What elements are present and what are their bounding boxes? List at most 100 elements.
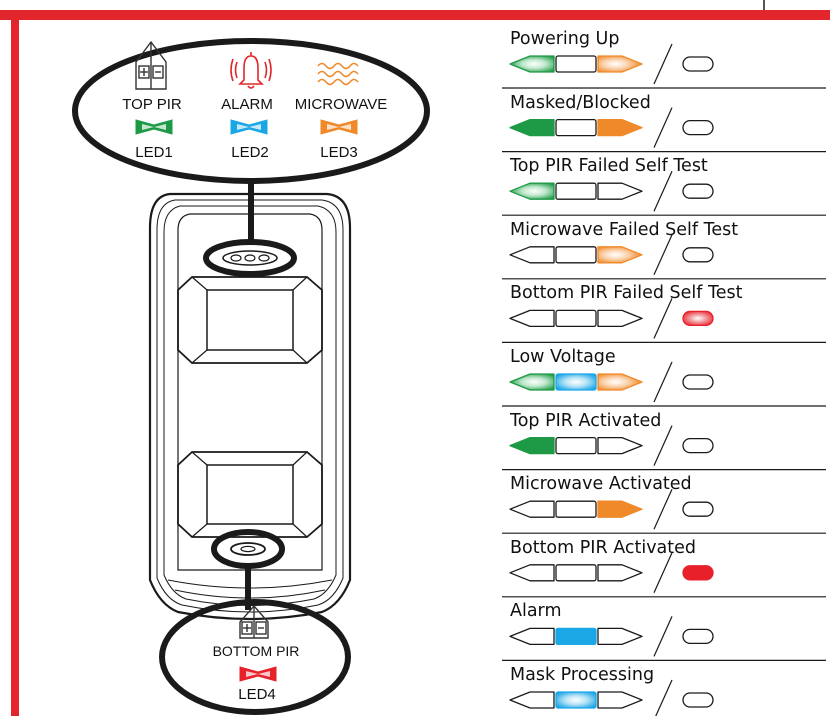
led3-indicator [597,118,643,137]
bottom-callout [159,599,351,715]
led4-indicator [682,56,714,72]
slash-divider [653,234,673,276]
led4-marker-highlight [246,671,270,677]
slash-divider [653,43,673,85]
led4-indicator [682,501,714,517]
microwave-label: MICROWAVE [295,96,388,113]
state-label: Powering Up [510,29,620,49]
state-label: Low Voltage [510,347,616,367]
state-label: Bottom PIR Failed Self Test [510,283,743,304]
top-pir-icon [135,40,167,90]
led4-indicator [682,247,714,263]
slash-divider [653,298,673,339]
state-label: Bottom PIR Activated [510,537,697,558]
led2-indicator [555,500,597,518]
led4-indicator [682,437,714,454]
led3-indicator [597,500,643,518]
state-row [502,488,826,534]
state-row [502,298,826,343]
led2-indicator [555,373,597,391]
led1-indicator [509,118,555,137]
led1-indicator [509,500,555,518]
state-row [502,425,826,471]
led2-indicator [555,182,597,200]
led4-label: LED4 [238,686,276,703]
state-row [502,616,826,662]
led3-indicator [597,564,643,582]
led1-indicator [509,436,555,455]
led4-indicator [682,565,714,581]
led3-indicator [597,373,643,391]
alarm-label: ALARM [221,96,273,113]
led2-indicator [555,436,597,455]
led3-indicator [597,309,643,328]
led1-indicator [509,373,555,391]
led4-indicator [682,692,714,708]
state-row [502,361,826,407]
slash-divider [653,425,673,466]
led2-indicator [555,309,597,328]
led3-indicator [597,246,643,264]
led2-indicator [555,55,597,73]
slash-divider [653,552,673,594]
led2-label: LED2 [231,144,269,161]
led3-label: LED3 [320,144,358,161]
led1-indicator [509,309,555,328]
led3-indicator [597,55,643,73]
led2-indicator [555,564,597,582]
state-label: Microwave Failed Self Test [510,219,739,240]
top-callout [72,38,430,184]
state-row [502,234,826,280]
state-label: Top PIR Activated [510,410,662,431]
led2-indicator [555,627,597,646]
slash-divider [653,679,673,720]
led1-label: LED1 [135,144,173,161]
led1-indicator [509,627,555,646]
state-row [509,679,714,720]
state-label: Top PIR Failed Self Test [510,156,708,177]
state-row [502,43,826,89]
bottom-pir-label: BOTTOM PIR [213,643,300,659]
led3-indicator [597,691,643,709]
state-label: Masked/Blocked [510,92,651,113]
led1-indicator [509,564,555,582]
slash-divider [653,616,673,657]
slash-divider [653,107,673,148]
state-row [502,107,826,153]
state-row [502,170,826,216]
led4-indicator [682,310,714,327]
top-red-bar [0,10,830,20]
led3-indicator [597,182,643,200]
led2-marker-highlight [237,124,261,130]
detector-top-led-window [203,239,297,277]
led4-indicator [682,628,714,645]
led2-indicator [555,246,597,264]
led3-marker-highlight [327,124,351,130]
slash-divider [653,170,673,212]
slash-divider [653,488,673,530]
led1-indicator [509,246,555,264]
alarm-bell-icon [230,52,272,89]
detector-body [148,192,352,621]
state-label: Mask Processing [510,665,655,685]
led1-indicator [509,55,555,73]
led3-indicator [597,436,643,455]
slash-divider [653,361,673,403]
left-red-bar [11,20,19,716]
led3-indicator [597,627,643,646]
top-pir-label: TOP PIR [122,96,182,113]
state-label: Microwave Activated [510,474,692,495]
led4-indicator [682,374,714,390]
led2-indicator [555,118,597,137]
state-row [502,552,826,598]
led1-marker-highlight [142,124,166,130]
led1-indicator [509,182,555,200]
led2-indicator [555,691,597,709]
bottom-pir-icon [239,604,269,639]
led4-indicator [682,119,714,136]
led1-indicator [509,691,555,709]
microwave-wave-icon [317,62,359,86]
state-label: Alarm [510,601,562,622]
